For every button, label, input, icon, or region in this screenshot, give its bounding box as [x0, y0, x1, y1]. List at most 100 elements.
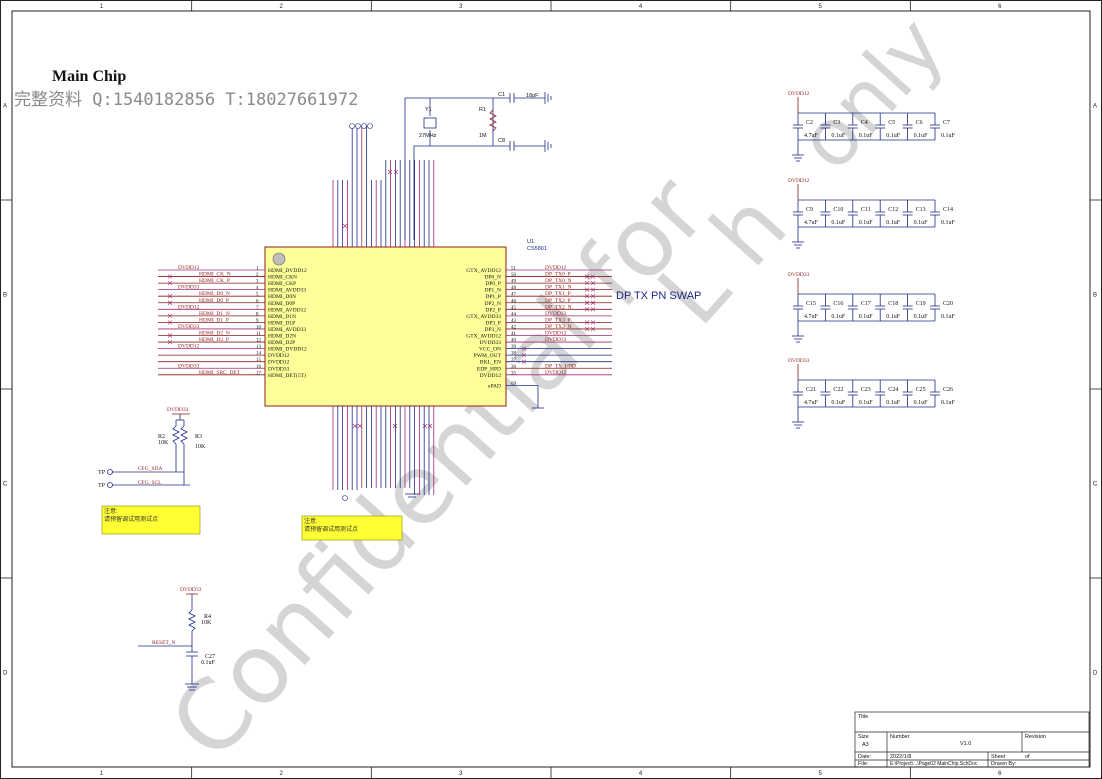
pin-name: DP2_N [484, 301, 501, 307]
pin-number: 16 [256, 365, 262, 370]
cap-value: 0.1uF [941, 400, 956, 406]
col-marker-bottom: 5 [819, 771, 823, 777]
chip-bottom-pins [332, 406, 435, 501]
cap-value: 4.7uF [804, 400, 819, 406]
pin-net: DVDD33 [545, 311, 567, 317]
chip-left-pins: HDMI_DVDD121DVDD12HDMI_CKN2HDMI_CK_NHDMI… [158, 265, 307, 379]
col-marker-top: 1 [100, 4, 104, 10]
pin-number: 14 [256, 352, 262, 357]
cap-value: 4.7uF [804, 314, 819, 320]
cap-ref: C21 [806, 387, 816, 393]
cap-ref: C22 [833, 387, 843, 393]
pin-name: HDMI_AVDD33 [268, 288, 306, 294]
tb-size: A3 [862, 742, 869, 748]
pin-name: HDMI_D2N [268, 334, 296, 340]
cap-value: 0.1uF [941, 133, 956, 139]
pin-name: DP1_P [485, 294, 501, 300]
decoupling-groups: DVDD12C24.7uFC30.1uFC40.1uFC50.1uFC60.1u… [788, 91, 956, 429]
pin-net: HDMI_D2_P [199, 337, 229, 343]
pin-name: HDMI_DET(5T) [268, 372, 306, 379]
note-1-text: 请预留调试用测试点 [104, 515, 158, 523]
pin-number: 69 [511, 382, 517, 387]
cap-value: 0.1uF [831, 220, 846, 226]
row-marker-right: D [1093, 671, 1098, 677]
diff-marker [167, 333, 173, 338]
tb-date-label: Date: [858, 754, 872, 760]
pin-number: 1 [256, 267, 259, 272]
r1-value: 1M [479, 133, 487, 139]
pin-name: HDMI_AVDD33 [268, 327, 306, 333]
tb-title-label: Title [858, 714, 868, 720]
c1-value: 18pF [526, 93, 539, 99]
tb-size-label: Size [858, 734, 869, 740]
scl-net: CFG_SCL [138, 480, 162, 486]
tb-of-label: of [1025, 754, 1030, 760]
pin-number: 4 [256, 286, 259, 291]
diff-marker [584, 280, 596, 286]
r4-ref: R4 [204, 614, 211, 620]
test-point [367, 123, 373, 129]
pin-name: VCC_ON [479, 347, 501, 353]
contact-info: 完整资料 Q:1540182856 T:18027661972 [14, 90, 358, 110]
no-connect-marker [352, 423, 358, 429]
pin-number: 36 [511, 365, 517, 370]
pin-name: DP3_N [484, 327, 501, 333]
pin-net: DVDD12 [545, 370, 567, 376]
pin-net: DVDD12 [178, 304, 200, 310]
cap-value: 0.1uF [914, 220, 929, 226]
pin-name: BKL_EN [480, 360, 501, 366]
pin-number: 5 [256, 293, 259, 298]
pin-name: ePAD [488, 383, 501, 389]
cap-ref: C9 [806, 207, 813, 213]
r2-value: 10K [158, 440, 169, 446]
i2c-pullups [107, 413, 190, 488]
pin-number: 12 [256, 339, 262, 344]
pin-net: DP_TX_HPD [545, 363, 576, 369]
row-marker-left: A [3, 104, 7, 110]
tp1-label: TP [98, 470, 106, 476]
pin-name: GTX_AVDD33 [466, 314, 501, 320]
cap-value: 0.1uF [886, 314, 901, 320]
test-point [355, 123, 361, 129]
pin-net: HDMI_D2_N [199, 331, 230, 337]
cap-ref: C2 [806, 120, 813, 126]
c27-ref: C27 [205, 654, 215, 660]
pin-net: HDMI_D0_P [199, 298, 229, 304]
pin-name: DP1_N [484, 288, 501, 294]
pin-number: 3 [256, 280, 259, 285]
test-point [342, 495, 348, 501]
cap-value: 0.1uF [941, 314, 956, 320]
tb-sheet-label: Sheet [991, 754, 1006, 760]
pin-number: 35 [511, 371, 517, 376]
tb-revision: V1.0 [960, 741, 971, 747]
pin-number: 46 [511, 299, 517, 304]
crystal-circuit [404, 92, 552, 240]
cap-ref: C17 [861, 301, 871, 307]
pin-name: HDMI_D1P [268, 320, 295, 326]
pin-net: HDMI_SRC_DET [199, 370, 241, 376]
swap-note: DP TX PN SWAP [616, 290, 701, 302]
diff-marker [167, 274, 173, 279]
pin-name: DVDD33 [480, 340, 502, 346]
no-connect-marker [393, 169, 399, 175]
cap-ref: C20 [943, 301, 953, 307]
cap-ref: C23 [861, 387, 871, 393]
pin-number: 13 [256, 345, 262, 350]
row-marker-left: C [3, 482, 8, 488]
pin-name: EDP_HPD [477, 366, 501, 372]
pin-name: DP0_P [485, 281, 501, 287]
diff-marker [167, 300, 173, 305]
pin-net: HDMI_D1_P [199, 317, 229, 323]
cap-ref: C14 [943, 207, 953, 213]
c27-value: 0.1uF [201, 660, 216, 666]
decoupling-group: DVDD12C94.7uFC100.1uFC110.1uFC120.1uFC13… [788, 178, 956, 249]
rail-label: DVDD33 [788, 358, 810, 364]
cap-value: 0.1uF [886, 220, 901, 226]
cap-ref: C10 [833, 207, 843, 213]
pin-name: PWM_OUT [474, 353, 502, 359]
cap-value: 0.1uF [859, 220, 874, 226]
col-marker-bottom: 4 [639, 771, 643, 777]
cap-ref: C24 [888, 387, 898, 393]
pin-net: HDMI_D1_N [199, 311, 230, 317]
diff-marker [584, 320, 596, 325]
